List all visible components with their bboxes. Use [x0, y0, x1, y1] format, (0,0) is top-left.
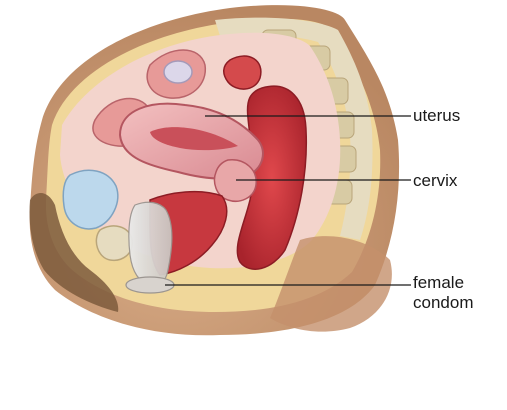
- cervix-label: cervix: [413, 171, 457, 191]
- female-condom-device: [126, 202, 174, 293]
- female-condom-label-line2: condom: [413, 293, 473, 313]
- ovary: [164, 61, 192, 83]
- female-condom-label: female condom: [413, 273, 473, 313]
- female-condom-label-line1: female: [413, 273, 473, 293]
- pubic-bone: [96, 226, 132, 260]
- uterus-label: uterus: [413, 106, 460, 126]
